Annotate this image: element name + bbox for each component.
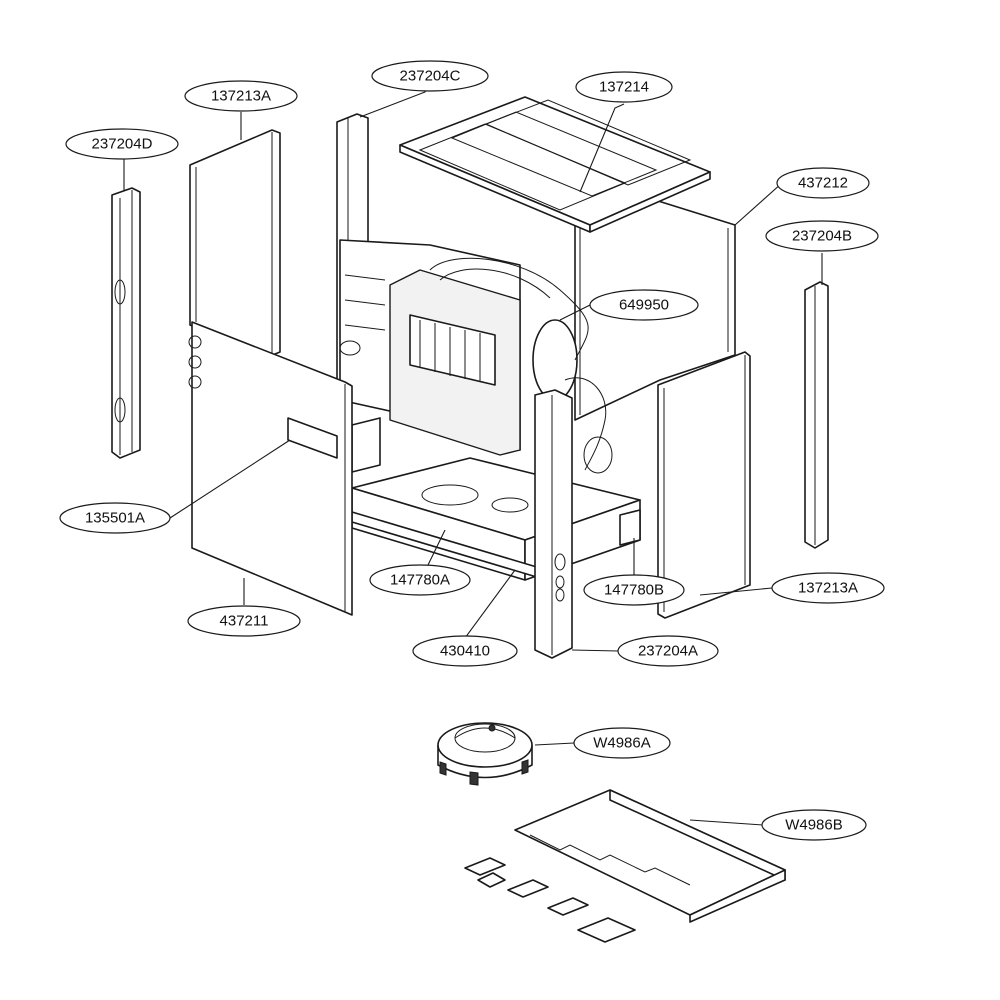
part-corner-post-237204D bbox=[111, 187, 141, 459]
callout-147780A: 147780A bbox=[369, 564, 471, 596]
callout-649950: 649950 bbox=[589, 289, 699, 321]
callout-437211: 437211 bbox=[187, 605, 301, 637]
callout-label-237204A: 237204A bbox=[638, 643, 698, 660]
part-fan-guard-W4986A bbox=[437, 722, 533, 786]
part-corner-post-237204A bbox=[534, 389, 573, 659]
part-side-panel-137213A-right bbox=[657, 351, 751, 619]
part-insulation-sheet-W4986B bbox=[464, 789, 786, 943]
part-front-panel-437211 bbox=[188, 321, 353, 616]
callout-label-237204B: 237204B bbox=[792, 228, 852, 245]
callout-137213A-right: 137213A bbox=[771, 572, 885, 604]
callout-430410: 430410 bbox=[412, 635, 518, 667]
callout-147780B: 147780B bbox=[583, 574, 685, 606]
callout-label-137213A-top: 137213A bbox=[211, 88, 271, 105]
callout-437212: 437212 bbox=[776, 167, 870, 199]
callout-237204D: 237204D bbox=[65, 128, 179, 160]
callout-label-437212: 437212 bbox=[798, 175, 848, 192]
callout-237204A: 237204A bbox=[617, 635, 719, 667]
callout-label-147780B: 147780B bbox=[604, 582, 664, 599]
callout-label-W4986A: W4986A bbox=[593, 735, 651, 752]
callout-237204B: 237204B bbox=[765, 220, 879, 252]
callout-237204C: 237204C bbox=[371, 60, 489, 92]
part-top-cover-137214 bbox=[399, 96, 711, 233]
callout-137213A-top: 137213A bbox=[184, 80, 298, 112]
callout-label-W4986B: W4986B bbox=[785, 817, 843, 834]
callout-W4986A: W4986A bbox=[573, 727, 671, 759]
callout-label-137214: 137214 bbox=[599, 79, 649, 96]
callout-137214: 137214 bbox=[575, 71, 673, 103]
callout-label-430410: 430410 bbox=[440, 643, 490, 660]
part-side-panel-137213A-left bbox=[189, 129, 281, 357]
callout-label-237204C: 237204C bbox=[400, 68, 461, 85]
callout-135501A: 135501A bbox=[59, 502, 171, 534]
part-corner-post-237204B bbox=[804, 281, 829, 549]
callout-label-237204D: 237204D bbox=[92, 136, 153, 153]
callout-label-437211: 437211 bbox=[220, 613, 269, 630]
callout-label-135501A: 135501A bbox=[85, 510, 145, 527]
callout-label-649950: 649950 bbox=[619, 297, 669, 314]
part-chassis-frame bbox=[339, 239, 641, 581]
callout-W4986B: W4986B bbox=[761, 809, 867, 841]
callout-label-147780A: 147780A bbox=[390, 572, 450, 589]
callout-label-137213A-right: 137213A bbox=[798, 580, 858, 597]
